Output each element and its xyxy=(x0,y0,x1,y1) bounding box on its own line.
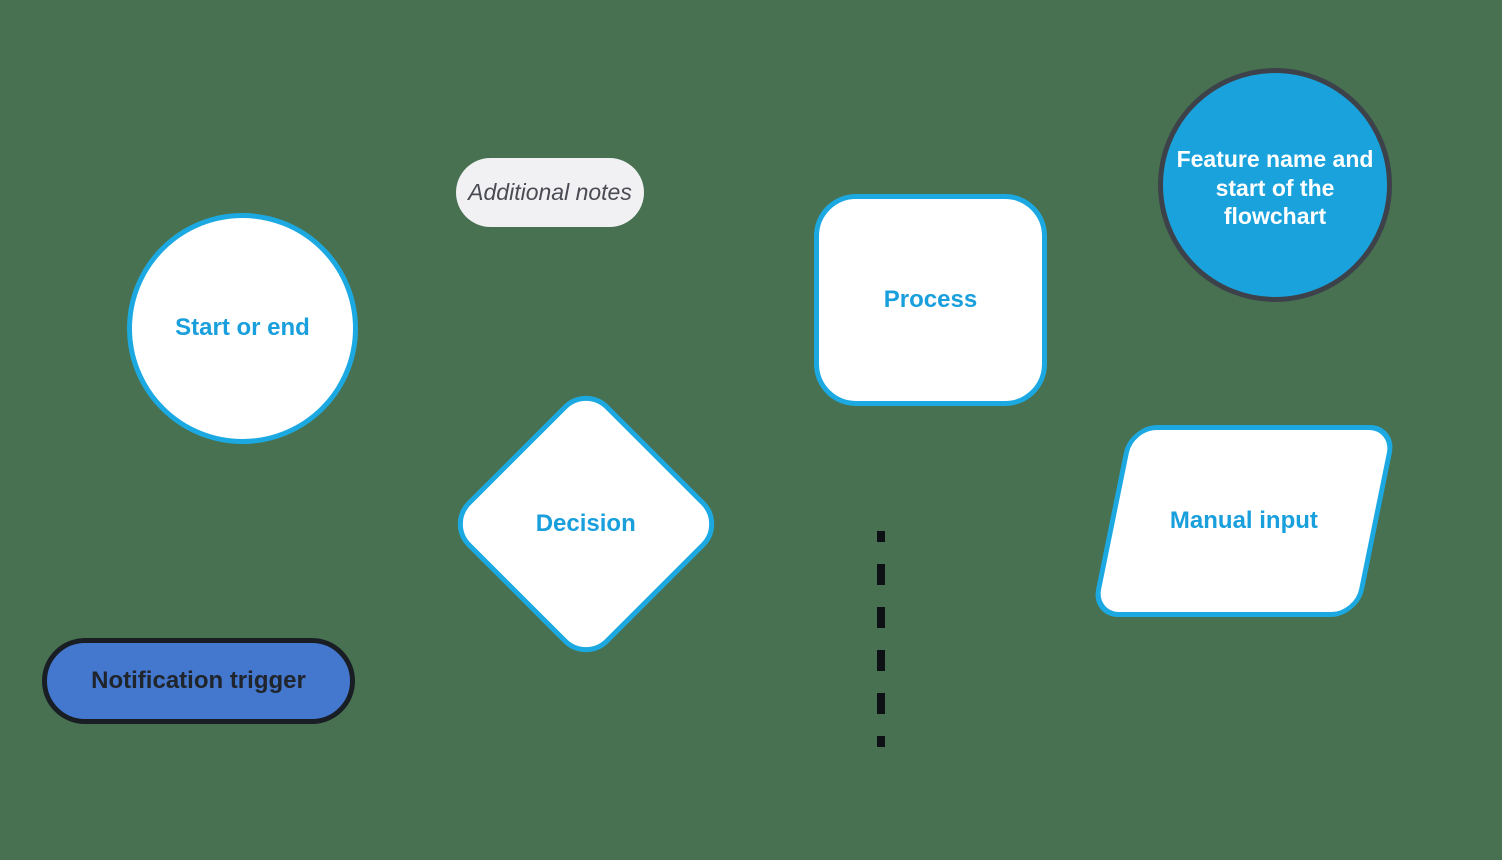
notification-trigger-shape: Notification trigger xyxy=(42,638,355,724)
additional-notes-label: Additional notes xyxy=(468,179,632,205)
feature-start-label: Feature name and start of the flowchart xyxy=(1176,146,1374,230)
additional-notes-shape: Additional notes xyxy=(456,158,644,227)
start-end-shape: Start or end xyxy=(127,213,358,444)
start-end-label: Start or end xyxy=(175,314,310,342)
manual-input-shape: Manual input xyxy=(1090,425,1398,617)
process-label: Process xyxy=(883,285,978,313)
feature-start-shape: Feature name and start of the flowchart xyxy=(1158,68,1392,302)
process-shape: Process xyxy=(814,194,1047,406)
dashed-connector-line xyxy=(877,531,885,747)
notification-trigger-label: Notification trigger xyxy=(91,667,306,694)
decision-shape: Decision xyxy=(444,382,728,666)
manual-input-label: Manual input xyxy=(1170,506,1318,534)
decision-label: Decision xyxy=(535,509,637,537)
